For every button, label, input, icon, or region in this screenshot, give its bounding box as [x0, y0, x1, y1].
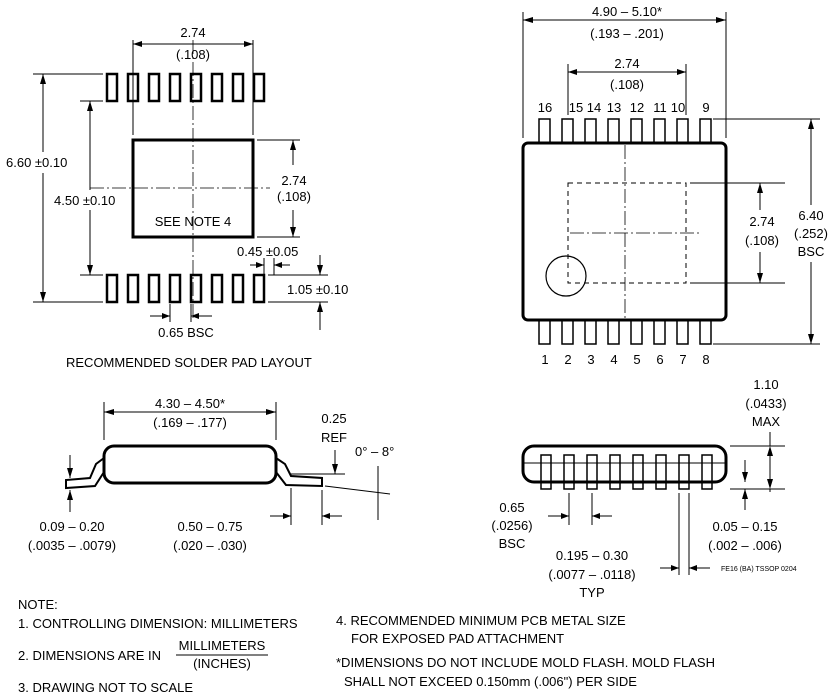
solder-pad-height: 2.74	[281, 173, 306, 188]
pin-9: 9	[702, 100, 709, 115]
lead-width-inch: (.0077 – .0118)	[548, 567, 635, 582]
pin-14: 14	[587, 100, 601, 115]
see-note-label: SEE NOTE 4	[155, 214, 232, 229]
pin-15: 15	[569, 100, 583, 115]
pin-5: 5	[633, 352, 640, 367]
foot-length: 0.50 – 0.75	[177, 519, 242, 534]
solder-pads-bottom	[105, 273, 266, 304]
end-view-leads	[540, 454, 713, 490]
solder-pad-layout: 2.74 (.108) 6.60 ±0.10 4.50 ±0.10 2.74 (…	[6, 25, 348, 370]
note-2-denominator: (INCHES)	[193, 656, 251, 671]
exposed-pad-height: 2.74	[749, 214, 774, 229]
pin-1: 1	[541, 352, 548, 367]
foot-length-inch: (.020 – .030)	[173, 538, 247, 553]
pin-10: 10	[671, 100, 685, 115]
solder-layout-caption: RECOMMENDED SOLDER PAD LAYOUT	[66, 355, 312, 370]
overall-width-bsc: BSC	[798, 244, 825, 259]
package-body-top	[521, 141, 728, 322]
gauge-plane-dim: 0.25	[321, 411, 346, 426]
exposed-pad-width-inch: (.108)	[610, 77, 644, 92]
pin1-marker	[545, 255, 587, 297]
pin-7: 7	[679, 352, 686, 367]
solder-pad-height-inch: (.108)	[277, 189, 311, 204]
note-3: 3. DRAWING NOT TO SCALE	[18, 680, 193, 695]
standoff: 0.05 – 0.15	[712, 519, 777, 534]
solder-pitch: 0.65 BSC	[158, 325, 214, 340]
note-2-prefix: 2. DIMENSIONS ARE IN	[18, 648, 161, 663]
lead-angle: 0° – 8°	[355, 444, 394, 459]
top-view-leads-top	[538, 118, 712, 144]
pin-8: 8	[702, 352, 709, 367]
pin-13: 13	[607, 100, 621, 115]
body-length: 4.90 – 5.10*	[592, 4, 662, 19]
package-end-view: 1.10 (.0433) MAX 0.05 – 0.15 (.002 – .00…	[491, 377, 796, 600]
pin-6: 6	[656, 352, 663, 367]
height-max-label: MAX	[752, 414, 781, 429]
pin-2: 2	[564, 352, 571, 367]
lead-width-typ: TYP	[579, 585, 604, 600]
solder-top-width-inch: (.108)	[176, 47, 210, 62]
note-2-numerator: MILLIMETERS	[179, 638, 266, 653]
lead-thickness: 0.09 – 0.20	[39, 519, 104, 534]
overall-width: 6.40	[798, 208, 823, 223]
body-width: 4.30 – 4.50*	[155, 396, 225, 411]
solder-pad-width: 0.45 ±0.05	[237, 244, 298, 259]
solder-pad-length: 1.05 ±0.10	[287, 282, 348, 297]
pin-3: 3	[587, 352, 594, 367]
note-5-line1: *DIMENSIONS DO NOT INCLUDE MOLD FLASH. M…	[336, 655, 715, 670]
top-view-leads-bottom	[538, 319, 712, 345]
package-body-end	[521, 444, 728, 484]
drawing-tag: FE16 (BA) TSSOP 0204	[721, 566, 797, 573]
pin-16: 16	[538, 100, 552, 115]
lead-pitch-bsc: BSC	[499, 536, 526, 551]
lead-pitch: 0.65	[499, 500, 524, 515]
lead-pitch-inch: (.0256)	[491, 518, 532, 533]
note-4-line1: 4. RECOMMENDED MINIMUM PCB METAL SIZE	[336, 613, 626, 628]
exposed-pad-height-inch: (.108)	[745, 233, 779, 248]
notes-header: NOTE:	[18, 597, 58, 612]
note-1: 1. CONTROLLING DIMENSION: MILLIMETERS	[18, 616, 298, 631]
note-4-line2: FOR EXPOSED PAD ATTACHMENT	[351, 631, 564, 646]
pin-4: 4	[610, 352, 617, 367]
package-top-view: 16 15 14 13 12 11 10 9 1 2 3 4 5 6 7 8 4…	[521, 4, 828, 367]
lead-thickness-inch: (.0035 – .0079)	[28, 538, 116, 553]
solder-top-width: 2.74	[180, 25, 205, 40]
lead-width: 0.195 – 0.30	[556, 548, 628, 563]
exposed-pad-outline	[567, 182, 687, 284]
package-side-view: 4.30 – 4.50* (.169 – .177) 0.25 REF 0° –…	[28, 396, 394, 553]
body-length-inch: (.193 – .201)	[590, 26, 664, 41]
pin-12: 12	[630, 100, 644, 115]
exposed-pad-width: 2.74	[614, 56, 639, 71]
solder-inner-span: 4.50 ±0.10	[54, 193, 115, 208]
standoff-inch: (.002 – .006)	[708, 538, 782, 553]
gauge-plane-ref: REF	[321, 430, 347, 445]
notes-block: NOTE: 1. CONTROLLING DIMENSION: MILLIMET…	[18, 597, 715, 695]
body-width-inch: (.169 – .177)	[153, 415, 227, 430]
overall-width-inch: (.252)	[794, 226, 828, 241]
package-body-side	[102, 444, 278, 485]
solder-pads-top	[105, 72, 266, 103]
height-max: 1.10	[753, 377, 778, 392]
solder-overall-span: 6.60 ±0.10	[6, 155, 67, 170]
pin-11: 11	[653, 100, 667, 115]
height-max-inch: (.0433)	[745, 396, 786, 411]
note-5-line2: SHALL NOT EXCEED 0.150mm (.006") PER SID…	[344, 674, 637, 689]
